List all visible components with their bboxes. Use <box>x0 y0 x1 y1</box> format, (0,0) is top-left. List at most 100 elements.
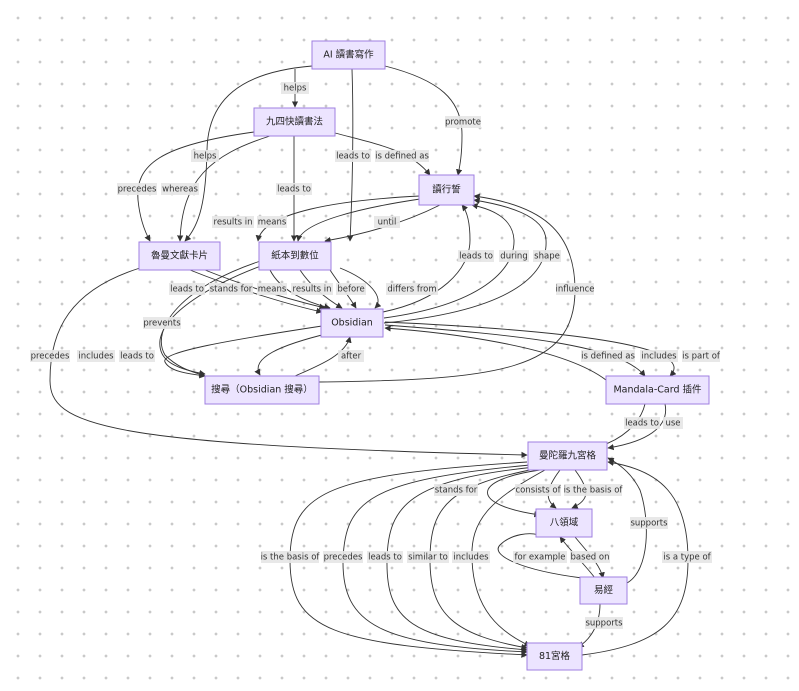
edge-card-mandala9-use <box>607 403 667 451</box>
svg-text:八領域: 八領域 <box>550 517 579 529</box>
edge-labels: helps promote helps leads to is defined … <box>30 82 721 629</box>
edge-card-obs-1 <box>384 325 607 381</box>
edge-search-read <box>317 193 576 383</box>
svg-text:for example: for example <box>515 553 566 563</box>
edge-label: leads to <box>335 150 371 162</box>
svg-text:leads to: leads to <box>459 252 493 262</box>
edge-label: means <box>257 216 287 228</box>
edge-ai-luhmann <box>184 65 313 242</box>
edge-nine-read <box>334 132 431 176</box>
edge-yijing-eight-example <box>497 531 583 579</box>
svg-text:is the basis of: is the basis of <box>261 553 321 563</box>
svg-text:results in: results in <box>214 218 253 228</box>
edge-read-paper-results <box>255 195 421 242</box>
svg-text:紙本到數位: 紙本到數位 <box>271 250 319 262</box>
edge-label: is the basis of <box>564 484 624 496</box>
edge-label: is defined as <box>581 350 635 362</box>
svg-text:until: until <box>378 218 397 228</box>
edge-label: shape <box>533 250 561 262</box>
edge-label: leads to <box>624 417 660 429</box>
svg-text:is defined as: is defined as <box>581 352 635 362</box>
edge-label: includes <box>640 350 678 362</box>
edge-obs-card-ispartof <box>384 321 677 377</box>
edge-read-obs-leadsto <box>382 204 471 313</box>
edge-read-paper-means <box>296 198 421 242</box>
edge-label: use <box>663 417 683 429</box>
edge-nine-luhmann-whereas <box>177 135 271 242</box>
node-obsidian-search[interactable]: 搜尋（Obsidian 搜尋） <box>204 375 320 405</box>
svg-text:is the basis of: is the basis of <box>564 486 624 496</box>
edge-paper-search-leadsto <box>159 261 273 377</box>
edge-label: includes <box>77 350 115 362</box>
node-paper-to-digital[interactable]: 紙本到數位 <box>258 241 332 271</box>
svg-text:leads to: leads to <box>625 419 659 429</box>
svg-text:differs from: differs from <box>387 285 436 295</box>
edge-label: precedes <box>323 551 363 563</box>
svg-text:helps: helps <box>284 84 307 94</box>
node-obsidian[interactable]: Obsidian <box>320 308 384 338</box>
edge-label: leads to <box>458 250 494 262</box>
node-mandala-card-plugin[interactable]: Mandala-Card 插件 <box>605 375 710 405</box>
edge-label: leads to <box>276 183 312 195</box>
svg-text:promote: promote <box>445 118 481 128</box>
edge-label: influence <box>555 283 595 295</box>
edge-label: stands for <box>434 484 478 496</box>
svg-text:precedes: precedes <box>118 185 157 195</box>
edge-label: results in <box>212 216 254 228</box>
node-luhmann-cards[interactable]: 魯曼文獻卡片 <box>138 241 221 271</box>
svg-text:includes: includes <box>453 553 489 563</box>
edge-label: similar to <box>407 551 449 563</box>
edge-label: leads to <box>119 350 155 362</box>
node-nine-four-reading[interactable]: 九四快讀書法 <box>253 107 336 137</box>
svg-text:九四快讀書法: 九四快讀書法 <box>266 116 323 128</box>
edge-obs-card-includes <box>384 324 646 377</box>
svg-text:whereas: whereas <box>162 185 198 195</box>
node-eight-domains[interactable]: 八領域 <box>535 508 593 538</box>
edge-obs-search-leadsto <box>254 332 331 376</box>
edge-label: is the basis of <box>261 551 321 563</box>
svg-text:搜尋（Obsidian 搜尋）: 搜尋（Obsidian 搜尋） <box>211 384 313 396</box>
node-81-grid[interactable]: 81宮格 <box>526 642 583 671</box>
edge-label: is defined as <box>375 150 429 162</box>
edge-read-obs-during <box>383 203 515 319</box>
svg-text:易經: 易經 <box>594 584 614 596</box>
edge-luhmann-mandala9 <box>49 267 528 459</box>
svg-text:shape: shape <box>534 252 560 262</box>
edge-read-obs-shape <box>383 197 547 324</box>
edge-label: until <box>374 216 400 228</box>
edge-search-obs-after <box>294 336 352 377</box>
svg-text:魯曼文獻卡片: 魯曼文獻卡片 <box>151 250 208 262</box>
svg-text:stands for: stands for <box>435 486 478 496</box>
svg-text:use: use <box>665 419 680 429</box>
edge-label: before <box>336 283 366 295</box>
svg-text:leads to: leads to <box>368 553 402 563</box>
node-reading-oath[interactable]: 讀行誓 <box>418 174 475 206</box>
svg-text:Mandala-Card 插件: Mandala-Card 插件 <box>613 384 702 396</box>
svg-text:precedes: precedes <box>31 352 70 362</box>
svg-text:is a type of: is a type of <box>663 553 711 563</box>
svg-text:81宮格: 81宮格 <box>539 650 571 662</box>
svg-text:stands for: stands for <box>210 285 253 295</box>
edge-luhmann-obs-1 <box>189 269 323 314</box>
svg-text:results in: results in <box>293 285 332 295</box>
svg-text:leads to: leads to <box>277 185 311 195</box>
svg-text:helps: helps <box>194 152 217 162</box>
svg-text:leads to: leads to <box>120 352 154 362</box>
node-ai-reading-writing[interactable]: AI 讀書寫作 <box>311 40 386 70</box>
node-mandala-nine-grid[interactable]: 曼陀羅九宮格 <box>527 441 608 471</box>
node-yijing[interactable]: 易經 <box>579 576 628 605</box>
edge-label: differs from <box>386 283 438 295</box>
svg-text:is part of: is part of <box>682 352 721 362</box>
edge-label: stands for <box>209 283 253 295</box>
edge-label: whereas <box>161 183 199 195</box>
svg-text:AI 讀書寫作: AI 讀書寫作 <box>323 49 374 61</box>
svg-text:means: means <box>258 218 287 228</box>
edge-label: helps <box>191 150 219 162</box>
svg-text:after: after <box>341 352 362 362</box>
edge-m9-eight-stands <box>487 469 541 518</box>
edge-read-paper-until <box>324 204 441 244</box>
svg-text:prevents: prevents <box>143 319 181 329</box>
edge-label: leads to <box>367 551 403 563</box>
edge-label: consists of <box>515 484 562 496</box>
svg-text:讀行誓: 讀行誓 <box>432 184 461 196</box>
